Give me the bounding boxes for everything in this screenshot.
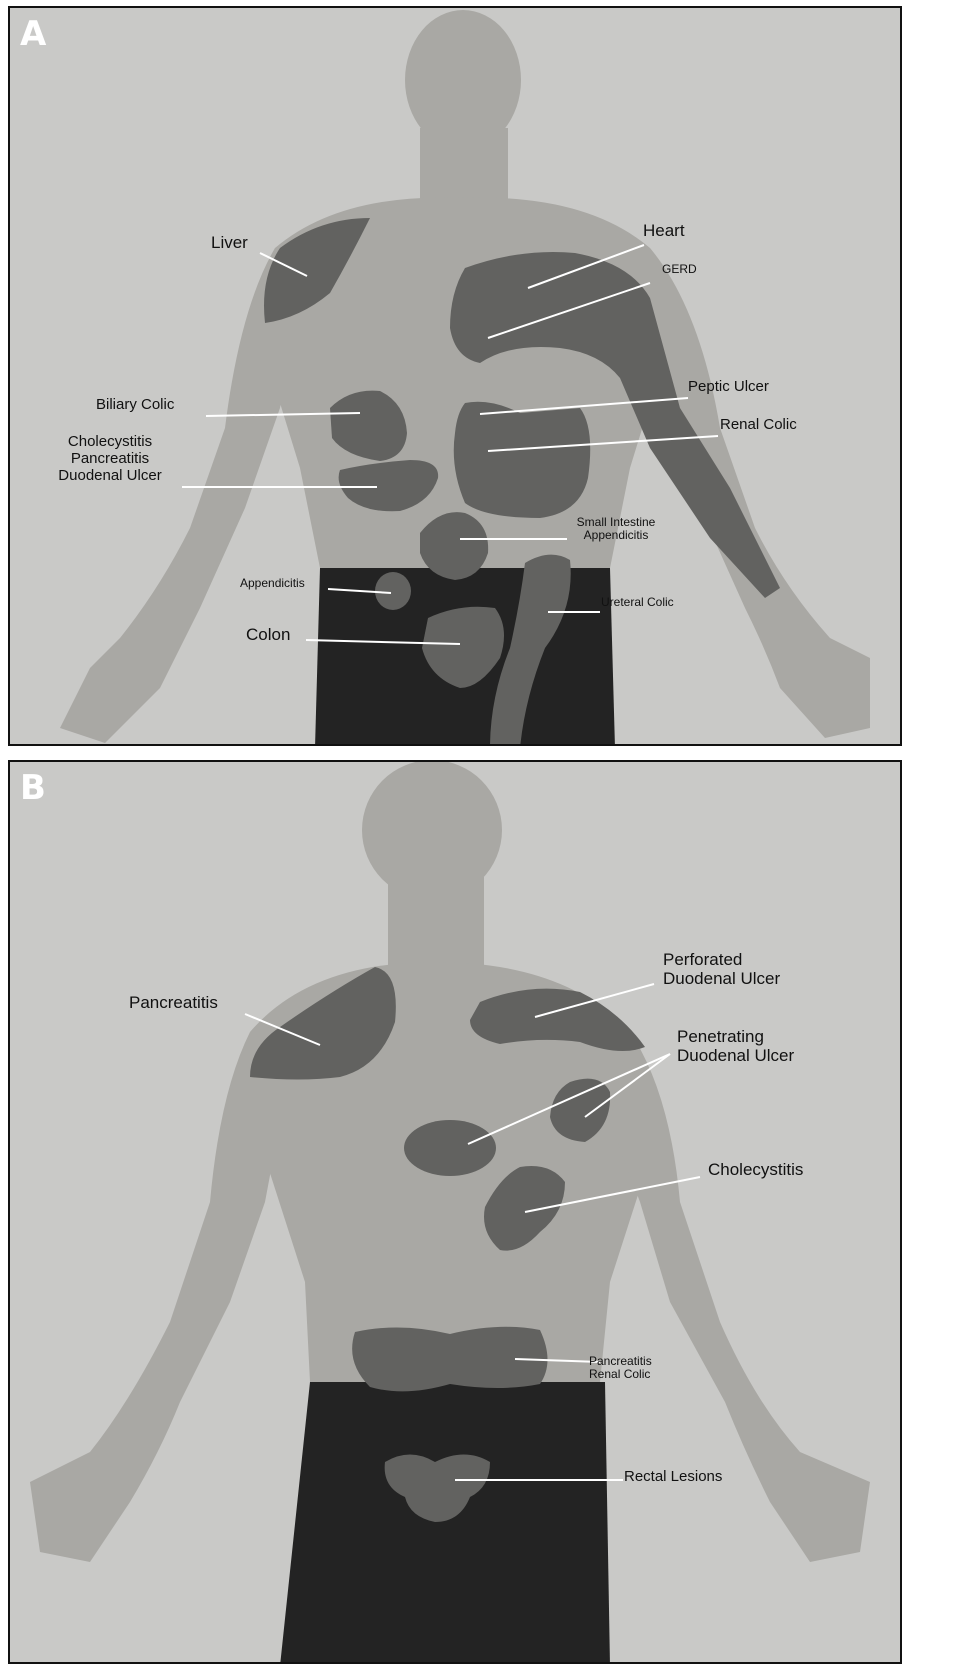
- panel-a-front-view: A: [8, 6, 902, 746]
- label-small-intestine: Small Intestine: [562, 516, 670, 529]
- label-duodenal-ulcer-2: Duodenal Ulcer: [677, 1046, 794, 1065]
- label-cholecystitis-group: Cholecystitis Pancreatitis Duodenal Ulce…: [40, 434, 180, 484]
- label-small-intestine-group: Small Intestine Appendicitis: [562, 516, 670, 543]
- label-cholecystitis: Cholecystitis: [40, 434, 180, 451]
- label-duodenal-ulcer: Duodenal Ulcer: [40, 468, 180, 485]
- label-ureteral-colic: Ureteral Colic: [601, 596, 674, 609]
- label-perforated-group: Perforated Duodenal Ulcer: [663, 950, 780, 988]
- label-duodenal-ulcer-1: Duodenal Ulcer: [663, 969, 780, 988]
- label-pancreatitis: Pancreatitis: [40, 451, 180, 468]
- label-pancreatitis-low: Pancreatitis: [589, 1355, 652, 1368]
- label-biliary-colic: Biliary Colic: [96, 397, 174, 414]
- label-peptic-ulcer: Peptic Ulcer: [688, 379, 769, 396]
- label-appendicitis-left: Appendicitis: [562, 529, 670, 542]
- label-gerd: GERD: [662, 263, 697, 276]
- label-cholecystitis-back: Cholecystitis: [708, 1160, 803, 1179]
- front-body-illustration: [10, 8, 902, 746]
- panel-a-letter: A: [20, 14, 46, 54]
- label-penetrating: Penetrating: [677, 1027, 794, 1046]
- label-appendicitis-right: Appendicitis: [240, 577, 305, 590]
- region-appendicitis: [375, 572, 411, 610]
- region-peptic-renal: [454, 402, 590, 518]
- label-penetrating-group: Penetrating Duodenal Ulcer: [677, 1027, 794, 1065]
- back-body-illustration: [10, 762, 902, 1664]
- label-pancreatitis-renal-group: Pancreatitis Renal Colic: [589, 1355, 652, 1382]
- label-perforated: Perforated: [663, 950, 780, 969]
- label-heart: Heart: [643, 221, 685, 240]
- label-pancreatitis-shoulder: Pancreatitis: [129, 993, 218, 1012]
- label-renal-colic-back: Renal Colic: [589, 1368, 652, 1381]
- label-colon: Colon: [246, 625, 290, 644]
- region-penetrating-ulcer-center: [404, 1120, 496, 1176]
- label-rectal-lesions: Rectal Lesions: [624, 1469, 722, 1486]
- panel-b-back-view: B Pancreatitis P: [8, 760, 902, 1664]
- label-liver: Liver: [211, 233, 248, 252]
- label-renal-colic: Renal Colic: [720, 417, 797, 434]
- panel-b-letter: B: [20, 768, 46, 808]
- back-pants: [280, 1382, 610, 1664]
